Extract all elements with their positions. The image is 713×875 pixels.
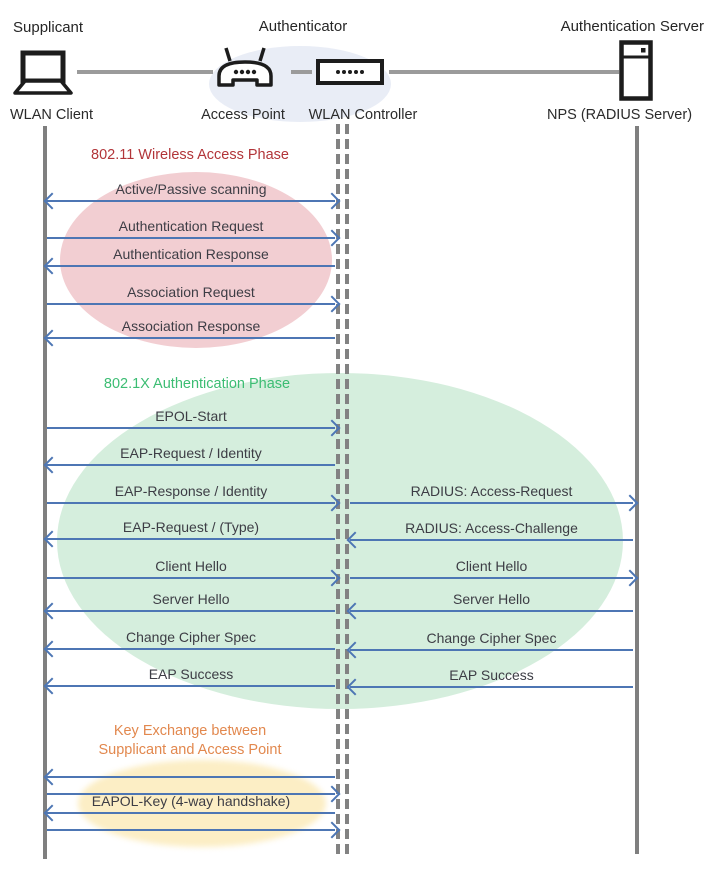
- message-arrow: [47, 265, 335, 267]
- message-label: EAP-Request / Identity: [120, 445, 262, 461]
- connector-ap-to-controller: [291, 70, 312, 74]
- access-point-icon: [214, 45, 276, 99]
- message-label: Client Hello: [455, 558, 528, 574]
- message-arrow: [47, 776, 335, 778]
- connector-client-to-ap: [77, 70, 213, 74]
- message-arrow: [47, 538, 335, 540]
- device-label-wlan-controller: WLAN Controller: [308, 107, 418, 123]
- phase-key-exchange-ellipse: [78, 760, 326, 847]
- message-label: Active/Passive scanning: [115, 181, 267, 197]
- message-label: Change Cipher Spec: [426, 630, 557, 646]
- message-arrow: [47, 237, 335, 239]
- message-arrow: [47, 812, 335, 814]
- message-label: EPOL-Start: [155, 408, 227, 424]
- message-arrow: [350, 686, 633, 688]
- phase-8021x-authentication-title: 802.1X Authentication Phase: [103, 376, 291, 392]
- message-arrow: [47, 502, 335, 504]
- phase-8021x-authentication-ellipse: [57, 373, 623, 709]
- lifeline-authenticator-left: [336, 124, 340, 857]
- message-arrow: [47, 648, 335, 650]
- message-label: EAP-Response / Identity: [114, 483, 268, 499]
- lifeline-authenticator-right: [345, 124, 349, 857]
- actor-title-supplicant: Supplicant: [13, 19, 84, 36]
- message-arrow: [47, 200, 335, 202]
- message-arrow: [350, 610, 633, 612]
- device-label-access-point: Access Point: [201, 107, 285, 123]
- message-arrow: [350, 577, 633, 579]
- message-arrow: [350, 649, 633, 651]
- message-arrow: [47, 464, 335, 466]
- message-label: Authentication Request: [118, 218, 264, 234]
- message-arrow: [47, 427, 335, 429]
- phase-80211-wireless-access-title: 802.11 Wireless Access Phase: [91, 147, 289, 163]
- device-label-nps-radius-server: NPS (RADIUS Server): [547, 107, 693, 123]
- message-arrow: [47, 303, 335, 305]
- message-label: Association Response: [121, 318, 261, 334]
- lifeline-authentication-server: [635, 126, 639, 854]
- phase-key-exchange-title: Key Exchange between Supplicant and Acce…: [98, 723, 282, 758]
- wlan-controller-icon: [316, 59, 384, 86]
- device-label-wlan-client: WLAN Client: [10, 107, 93, 123]
- server-icon: [619, 40, 653, 101]
- message-label: RADIUS: Access-Challenge: [405, 520, 578, 536]
- message-label: Client Hello: [155, 558, 227, 574]
- message-label: RADIUS: Access-Request: [410, 483, 573, 499]
- message-label: Association Request: [127, 284, 255, 300]
- lifeline-supplicant: [43, 126, 47, 859]
- message-label: Server Hello: [452, 591, 531, 607]
- connector-controller-to-server: [389, 70, 619, 74]
- message-label: Change Cipher Spec: [126, 629, 256, 645]
- message-arrow: [350, 539, 633, 541]
- message-arrow: [47, 829, 335, 831]
- message-label: Authentication Response: [113, 246, 269, 262]
- message-arrow: [47, 685, 335, 687]
- message-label: EAPOL-Key (4-way handshake): [91, 793, 291, 809]
- laptop-icon: [12, 50, 74, 97]
- message-arrow: [47, 610, 335, 612]
- message-arrow: [47, 577, 335, 579]
- message-label: Server Hello: [152, 591, 230, 607]
- message-label: EAP Success: [148, 666, 234, 682]
- actor-title-authenticator: Authenticator: [258, 18, 348, 35]
- message-label: EAP Success: [449, 667, 534, 683]
- message-arrow: [47, 793, 335, 795]
- message-arrow: [47, 337, 335, 339]
- actor-title-authentication-server: Authentication Server: [560, 18, 704, 35]
- message-arrow: [350, 502, 633, 504]
- message-label: EAP-Request / (Type): [122, 519, 260, 535]
